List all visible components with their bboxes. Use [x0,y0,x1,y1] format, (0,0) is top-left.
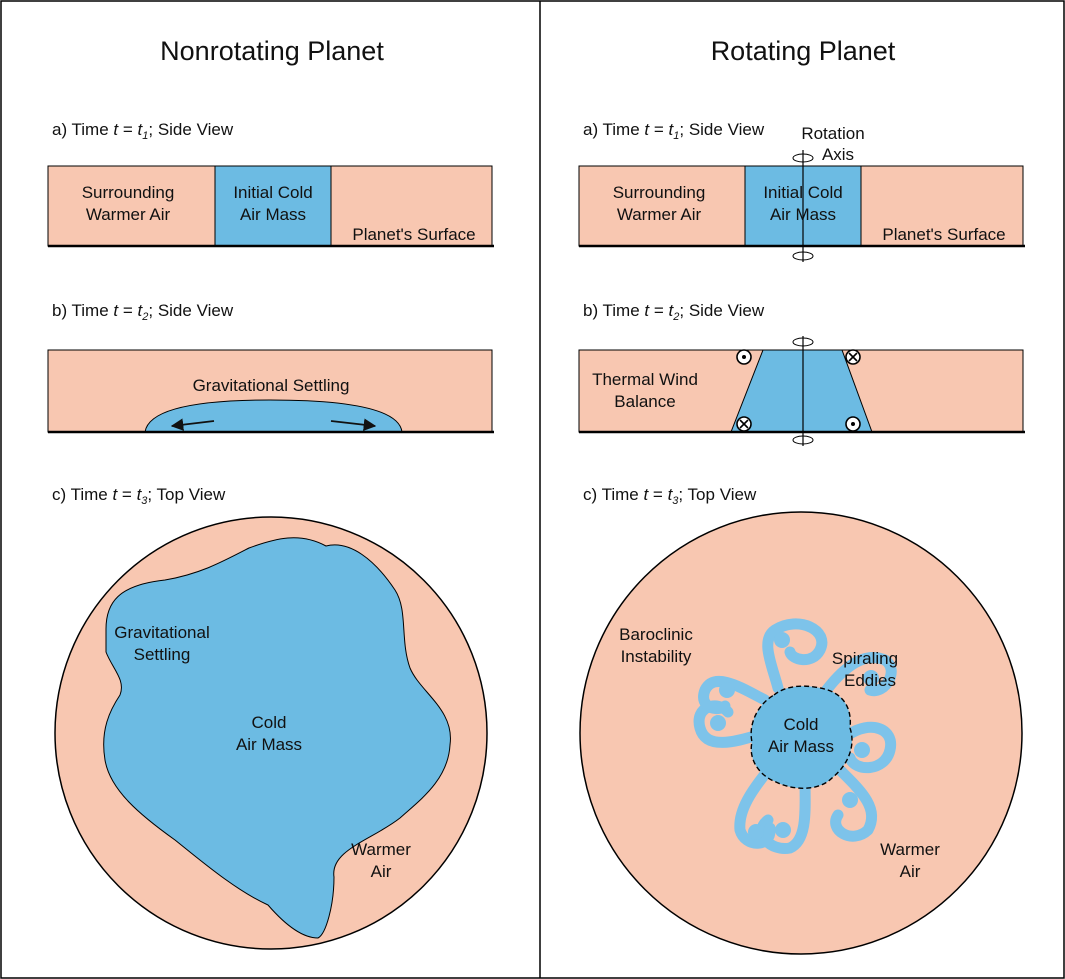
right-panel: Rotating Planet a) Time t = t1; Side Vie… [578,36,1025,955]
left-title: Nonrotating Planet [160,36,384,66]
eddy-arm [698,676,771,715]
right-side-view-a: Rotation Axis Surrounding Warmer Air Ini… [578,124,1025,262]
spiraling-label-1: Spiraling [832,649,898,668]
warmer-air-label-1: Warmer [351,840,411,859]
rotation-symbol-bottom [792,251,814,261]
eddy-arm [819,652,897,698]
left-side-view-a: Surrounding Warmer Air Initial Cold Air … [47,165,494,248]
rotation-symbol-top [792,153,814,163]
planet-surface-label: Planet's Surface [352,225,475,244]
rotation-axis-label-2: Axis [822,145,854,164]
wind-out-of-page-icon [845,416,861,432]
right-step-c-caption: c) Time t = t3; Top View [583,485,757,507]
rotation-symbol-bottom [792,435,814,445]
left-panel: Nonrotating Planet a) Time t = t1; Side … [47,36,494,950]
spiraling-label-2: Eddies [844,671,896,690]
spread-arrow-right [330,418,377,431]
thermal-wind-label-1: Thermal Wind [592,370,698,389]
eddy-heads [710,632,879,840]
left-step-b-caption: b) Time t = t2; Side View [52,301,234,323]
initial-cold-label-2: Air Mass [770,205,836,224]
cold-mass-label-2: Air Mass [768,737,834,756]
right-step-a-caption: a) Time t = t1; Side View [583,120,765,142]
left-top-view: Gravitational Settling Cold Air Mass War… [54,516,488,950]
left-step-c-caption: c) Time t = t3; Top View [52,485,226,507]
wind-into-page-icon [845,349,861,365]
rotation-symbol-top [792,337,814,347]
right-title: Rotating Planet [711,36,896,66]
spread-arrow-left [170,418,215,431]
eddy-arm [762,618,828,694]
grav-label-2: Settling [134,645,191,664]
grav-label-1: Gravitational [114,623,209,642]
surrounding-label-1: Surrounding [82,183,175,202]
eddy-arm [734,762,776,849]
surrounding-label-2: Warmer Air [617,205,702,224]
thermal-wind-label-2: Balance [614,392,675,411]
cold-mass-label-1: Cold [784,715,819,734]
right-side-view-b: Thermal Wind Balance [578,336,1025,446]
left-step-a-caption: a) Time t = t1; Side View [52,120,234,142]
cold-mass-label-2: Air Mass [236,735,302,754]
rotation-axis-label-1: Rotation [801,124,864,143]
initial-cold-label-1: Initial Cold [763,183,842,202]
eddy-arm [830,764,878,842]
surrounding-label-1: Surrounding [613,183,706,202]
cold-air-blob [103,537,451,939]
baroclinic-label-2: Instability [621,647,692,666]
surrounding-label-2: Warmer Air [86,205,171,224]
planet-surface-label: Planet's Surface [882,225,1005,244]
baroclinic-label-1: Baroclinic [619,625,693,644]
cold-mass-label-1: Cold [252,713,287,732]
warmer-air-label-2: Air [900,862,921,881]
cold-air-core [750,685,853,789]
warmer-air-label-1: Warmer [880,840,940,859]
initial-cold-label-1: Initial Cold [233,183,312,202]
right-top-view: Baroclinic Instability Spiraling Eddies … [579,511,1023,955]
eddy-arm [842,721,897,774]
wind-into-page-icon [736,416,752,432]
left-side-view-b: Gravitational Settling [47,349,494,434]
warmer-air-label-2: Air [371,862,392,881]
wind-out-of-page-icon [736,349,752,365]
settling-cold-dome [144,399,403,433]
grav-settling-label: Gravitational Settling [193,376,350,395]
initial-cold-label-2: Air Mass [240,205,306,224]
right-step-b-caption: b) Time t = t2; Side View [583,301,765,323]
